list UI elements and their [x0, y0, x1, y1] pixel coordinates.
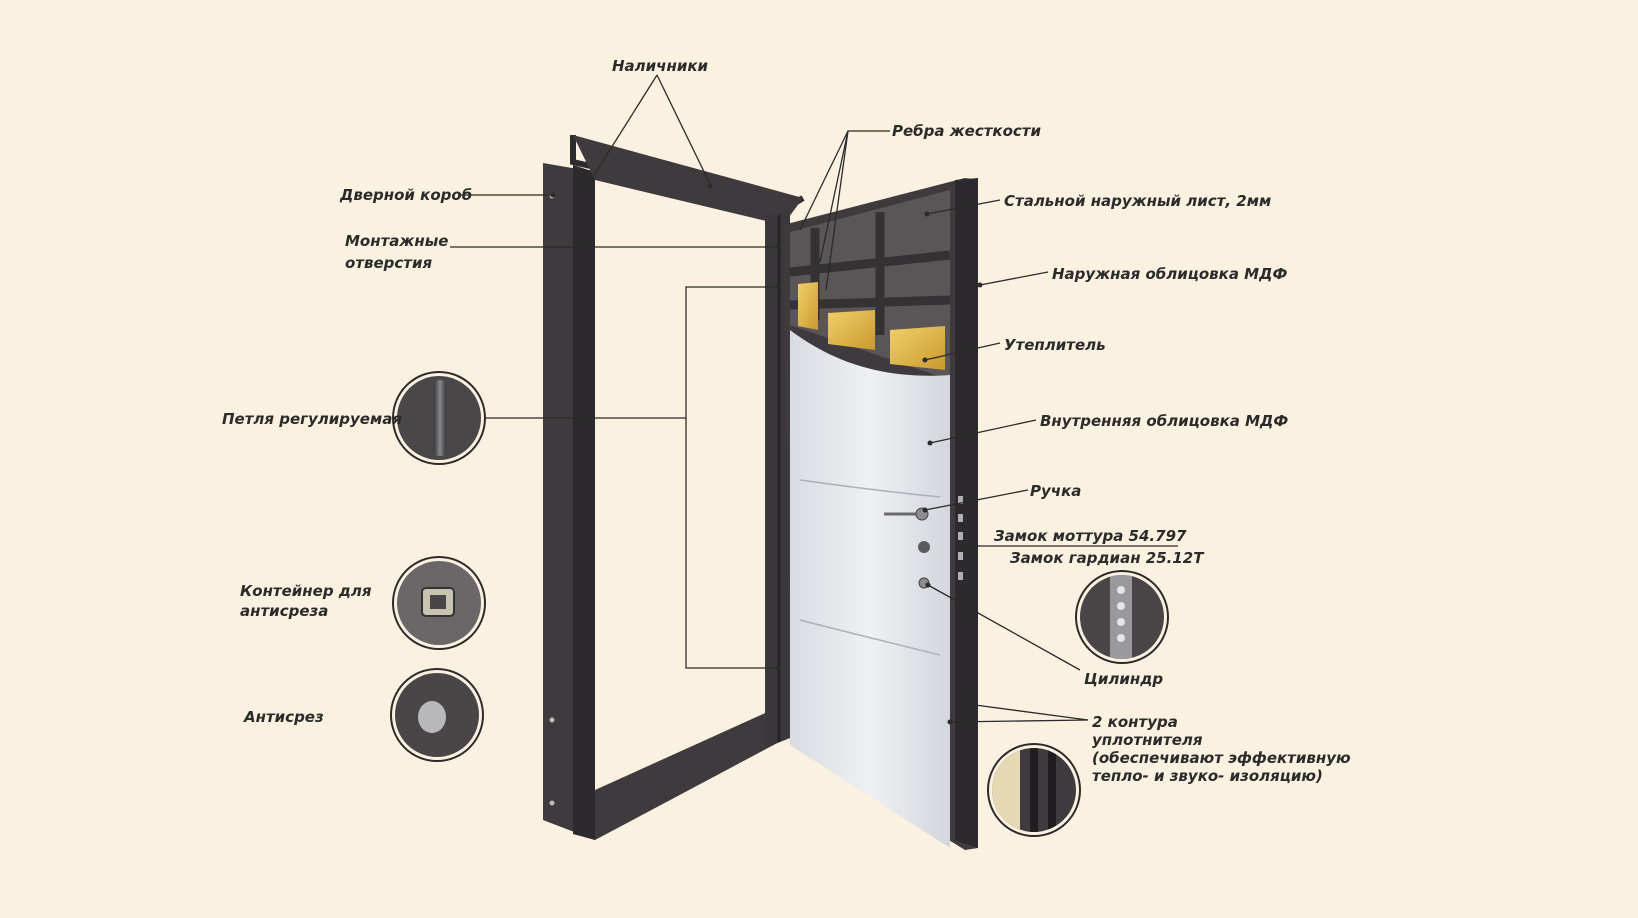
label-uplotnitel-4: тепло- и звуко- изоляцию) [1092, 767, 1323, 785]
label-petlya: Петля регулируемая [222, 410, 402, 428]
label-zamok-gardian: Замок гардиан 25.12Т [1010, 549, 1205, 567]
label-konteyner-2: антисреза [240, 602, 328, 620]
labels: Наличники Ребра жесткости Дверной короб … [222, 57, 1351, 785]
label-konteyner-1: Контейнер для [240, 582, 372, 600]
label-tsilindr: Цилиндр [1084, 670, 1163, 688]
label-vnutrennyaya-mdf: Внутренняя облицовка МДФ [1040, 412, 1288, 430]
label-dvernoy-korob: Дверной короб [339, 186, 472, 204]
label-ruchka: Ручка [1030, 482, 1081, 500]
hinge-detail-image [392, 371, 486, 465]
label-montazhnye-2: отверстия [345, 254, 432, 272]
anti-cut-detail-image [390, 668, 484, 762]
label-naruzhnaya-mdf: Наружная облицовка МДФ [1052, 265, 1287, 283]
label-uplotnitel-3: (обеспечивают эффективную [1092, 749, 1351, 767]
label-uplotnitel-1: 2 контура [1092, 713, 1178, 731]
label-montazhnye-1: Монтажные [345, 232, 448, 250]
label-stalnoy-list: Стальной наружный лист, 2мм [1004, 192, 1271, 210]
door-leaf [783, 178, 978, 850]
label-zamok-mottura: Замок моттура 54.797 [994, 527, 1187, 545]
label-rebra: Ребра жесткости [892, 122, 1041, 140]
seal-detail-image [987, 743, 1081, 837]
label-nalichniki: Наличники [612, 57, 709, 75]
door-frame [543, 135, 805, 840]
lock-detail-image [1075, 570, 1169, 664]
label-uplotnitel-2: уплотнителя [1092, 731, 1203, 749]
leader-lines [450, 74, 1178, 725]
label-uteplitel: Утеплитель [1004, 336, 1106, 354]
container-detail-image [392, 556, 486, 650]
label-antisrez: Антисрез [243, 708, 324, 726]
